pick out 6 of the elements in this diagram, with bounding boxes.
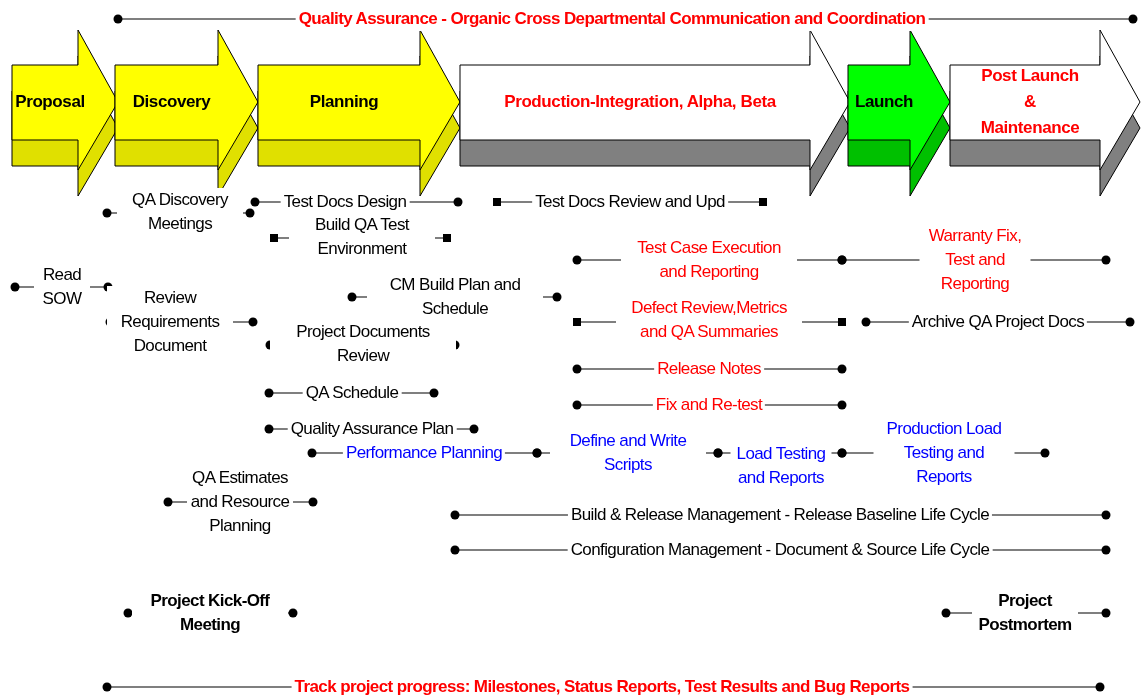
phase-label: Proposal [15,91,85,113]
phase-label: Production-Integration, Alpha, Beta [504,91,776,113]
phase-label: Post Launch & Maintenance [979,65,1081,139]
phase-label: Discovery [132,91,211,113]
phase-label: Planning [309,91,379,113]
phase-label: Launch [855,91,913,113]
